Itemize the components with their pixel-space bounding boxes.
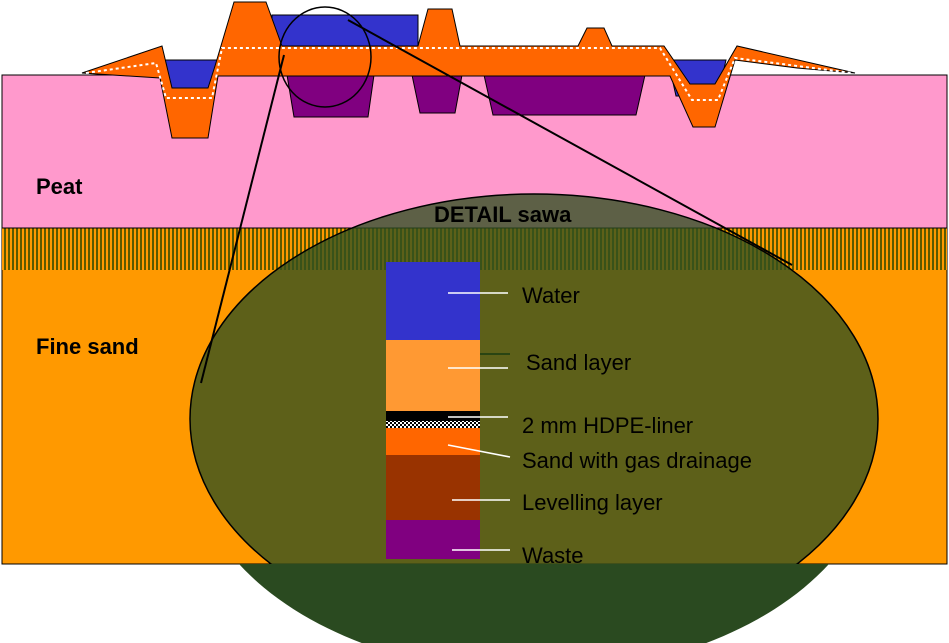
waste-body-left	[286, 74, 375, 118]
detail-levelling-layer	[386, 455, 480, 520]
zoom-line-right	[347, 19, 793, 266]
detail-waste	[386, 520, 480, 559]
detail-ellipse	[189, 193, 879, 643]
fine-sand-label: Fine sand	[36, 334, 139, 359]
detail-title: DETAIL sawa	[434, 202, 572, 227]
label-waste: Waste	[522, 543, 584, 568]
detail-hdpe-liner-texture	[386, 421, 480, 428]
label-sand-layer: Sand layer	[526, 350, 631, 375]
gas-drainage-line	[85, 47, 853, 101]
detail-ellipse-lower	[239, 564, 829, 643]
detail-hdpe-liner	[386, 411, 480, 421]
leader-gas-drainage	[447, 444, 511, 458]
detail-sand-gas-drainage	[386, 428, 480, 455]
detail-sand-layer	[386, 340, 480, 411]
label-levelling-layer: Levelling layer	[522, 490, 663, 515]
label-sand-gas-drainage: Sand with gas drainage	[522, 448, 752, 473]
peat-label: Peat	[36, 174, 83, 199]
label-water: Water	[522, 283, 580, 308]
cover-layer	[81, 1, 856, 139]
label-hdpe-liner: 2 mm HDPE-liner	[522, 413, 693, 438]
zoom-circle	[278, 6, 372, 108]
detail-column	[386, 262, 480, 559]
zoom-line-left	[200, 54, 285, 384]
waste-body-middle	[411, 74, 463, 114]
detail-water	[386, 262, 480, 340]
